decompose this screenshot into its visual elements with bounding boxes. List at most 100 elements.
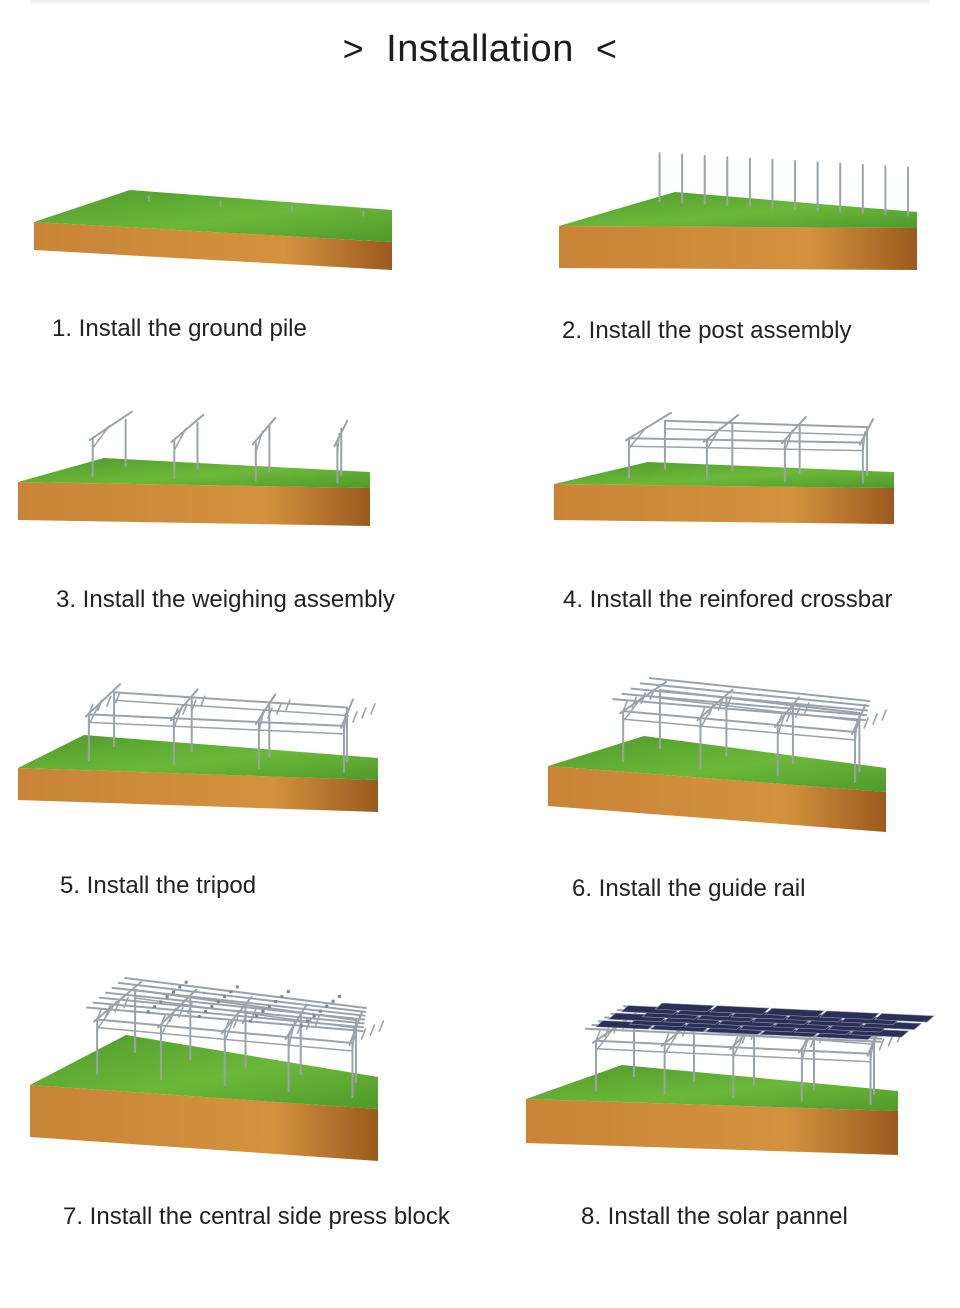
step-5-caption: 5. Install the tripod [60,872,257,899]
soil-front-face [18,482,370,526]
step-6-illustration [548,677,887,832]
tripod [631,696,637,708]
brace [663,1029,681,1055]
brace [173,704,184,729]
tripod [869,1042,876,1055]
brace [88,699,103,726]
tripod [672,1029,679,1041]
tripod [351,1032,358,1044]
slanted-beam [858,418,875,446]
tripod [343,715,349,727]
crossbar-lower [595,1047,872,1063]
step-7-illustration [30,977,385,1161]
solar-panel [874,1013,935,1023]
page-title: > Installation < [0,24,960,74]
brace [732,1033,745,1058]
slanted-beam [702,413,740,443]
left-chevron-mark: > [342,28,365,69]
brace [336,432,341,456]
slanted-beam [84,683,122,718]
tripod [169,1010,175,1023]
right-chevron-mark: < [595,28,618,69]
press-block [318,1009,322,1013]
tripod [663,1033,670,1045]
tripod [776,714,783,726]
guide-rail [639,682,870,707]
press-block [229,990,233,994]
guide-rail [124,977,367,1009]
tripod [881,709,887,721]
tripod [369,1024,376,1036]
guide-rail [630,687,869,712]
tripod [699,707,706,719]
press-block [172,990,176,994]
soil-front-face [554,484,894,524]
brace [777,711,787,736]
guide-rail [98,996,365,1025]
step-6-caption: 6. Install the guide rail [572,875,806,902]
soil-front-face [548,766,886,832]
tripod [97,699,103,712]
tripod [88,703,94,716]
tripod [361,707,367,719]
soil-front-face [559,226,917,270]
tripod [801,1039,807,1052]
crossbar-lower [622,718,856,741]
step-8-caption: 8. Install the solar pannel [581,1203,848,1230]
brace [628,425,648,450]
grass-top-face [30,1035,378,1109]
title-text: Installation [386,28,574,70]
slanted-beam [251,416,277,446]
tripod [360,1028,367,1040]
slanted-beam [339,698,354,729]
tripod [200,695,206,708]
soil-front-face [526,1099,898,1155]
slanted-beam [624,411,672,442]
step-3-caption: 3. Install the weighing assembly [56,586,395,613]
tripod [887,1034,894,1047]
crossbar [113,691,348,709]
grass-top-face [548,736,886,792]
press-block [261,1009,265,1013]
tripod [258,711,264,723]
tripod [173,707,179,720]
step-1-illustration [34,190,392,270]
brace [801,1037,809,1062]
press-block [286,990,290,994]
press-block [153,1005,157,1009]
press-block [306,1019,310,1023]
solar-panel [819,1010,880,1020]
press-block [331,999,335,1003]
tripod [287,1026,294,1038]
step-1-caption: 1. Install the ground pile [52,315,307,342]
press-block [299,1024,303,1028]
step-5-illustration [18,683,378,812]
slanted-beam [780,416,807,445]
crossbar [663,419,869,429]
press-block [280,995,284,999]
guide-rail [584,1027,882,1043]
press-block [248,1019,252,1023]
guide-rail [111,986,366,1017]
press-block [235,985,239,989]
brace [91,425,110,449]
step-2-caption: 2. Install the post assembly [562,317,852,344]
tripod [115,691,121,704]
press-block [197,1014,201,1018]
crossbar-lower [664,428,868,436]
guide-rail [86,1006,364,1033]
tripod [105,1004,111,1017]
tripod [370,703,376,715]
tripod [285,699,291,711]
tripod [785,710,792,722]
guide-rail [612,698,867,722]
press-block [204,1010,208,1014]
slanted-beam [170,413,205,444]
tripod [267,707,273,719]
crossbar [627,437,864,444]
brace [255,430,264,454]
solar-panel [654,1002,716,1013]
tripod [182,703,188,716]
crossbar-lower [113,699,348,717]
press-block [223,995,227,999]
